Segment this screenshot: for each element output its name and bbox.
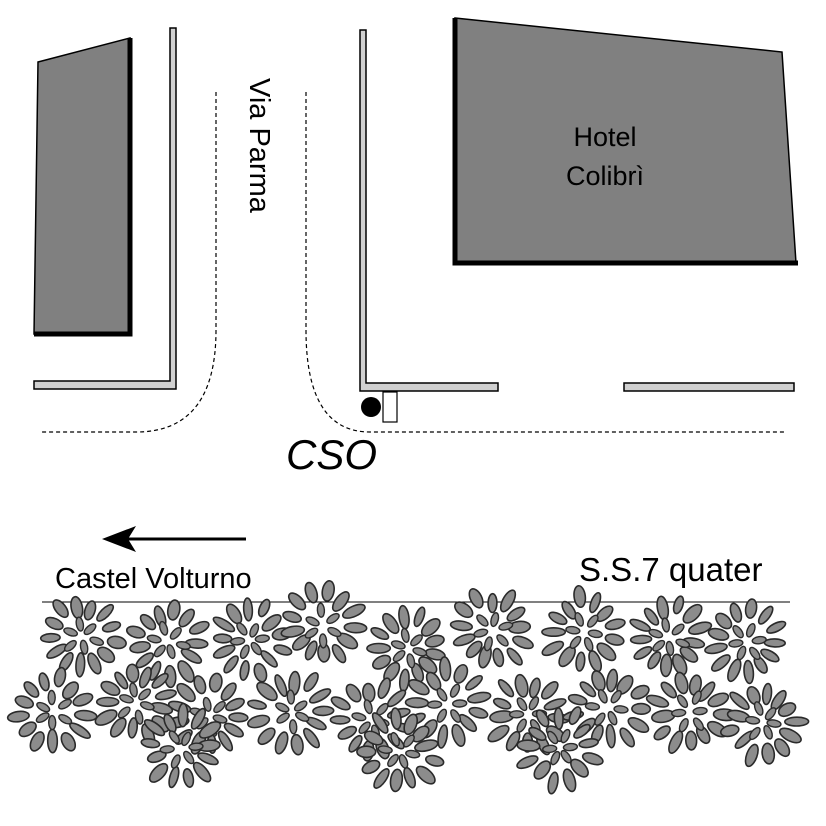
vegetation-icon	[140, 702, 222, 789]
cso-marker-icon	[361, 397, 381, 417]
building-hotel-edge	[452, 18, 798, 266]
sidewalk-left	[33, 27, 177, 390]
hotel-label-line2: Colibrì	[566, 161, 644, 191]
street-label: Via Parma	[243, 78, 275, 214]
vegetation-icon	[719, 682, 810, 768]
vegetation-icon	[125, 599, 210, 689]
vegetation-icon	[6, 666, 98, 754]
building-left	[33, 37, 131, 335]
vegetation-band	[6, 580, 810, 795]
vegetation-icon	[541, 584, 626, 673]
highway-label: S.S.7 quater	[579, 551, 762, 588]
road-edge-right	[305, 92, 786, 433]
road-edge-left	[42, 92, 217, 433]
vegetation-icon	[704, 598, 787, 685]
vegetation-icon	[212, 597, 293, 683]
vegetation-icon	[280, 580, 368, 664]
hotel-label-line1: Hotel	[573, 122, 636, 152]
direction-label: Castel Volturno	[55, 563, 252, 595]
vegetation-icon	[645, 671, 738, 754]
cso-label: CSO	[286, 431, 377, 478]
vegetation-icon	[516, 706, 604, 795]
vegetation-icon	[449, 588, 534, 669]
vegetation-icon	[356, 707, 445, 793]
cso-chamber	[382, 391, 398, 423]
vegetation-icon	[404, 656, 492, 749]
vegetation-icon	[247, 670, 335, 756]
sidewalk-right	[359, 29, 499, 392]
vegetation-icon	[629, 595, 713, 678]
vegetation-icon	[39, 595, 127, 678]
arrow-left-icon	[102, 526, 136, 552]
sidewalk-far-right	[623, 382, 795, 392]
building-left-edge	[34, 38, 133, 337]
